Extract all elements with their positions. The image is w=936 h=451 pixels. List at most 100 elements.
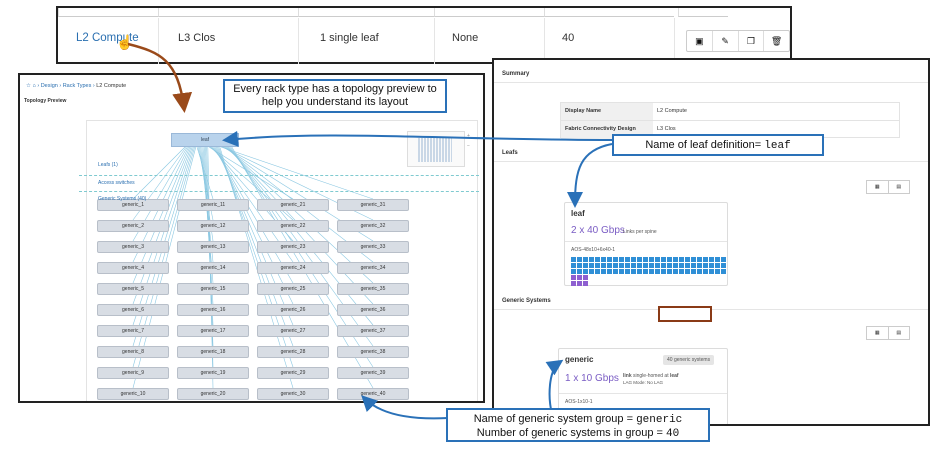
leaf-port-square (643, 269, 648, 274)
link-target: leaf (669, 373, 679, 379)
leaf-port-square (625, 257, 630, 262)
rack-type-row: L2 Compute ☝ L3 Clos 1 single leaf None … (56, 6, 792, 64)
generic-system-node[interactable]: generic_16 (177, 304, 249, 316)
leaf-port-square (637, 257, 642, 262)
generic-system-node[interactable]: generic_39 (337, 367, 409, 379)
star-icon[interactable]: ☆ (26, 83, 31, 89)
generic-system-node[interactable]: generic_2 (97, 220, 169, 232)
leaf-port-square (661, 269, 666, 274)
row-top-border (544, 8, 674, 17)
clone-icon[interactable]: ▣ (687, 31, 713, 51)
generic-system-node[interactable]: generic_7 (97, 325, 169, 337)
generic-system-node[interactable]: generic_19 (177, 367, 249, 379)
zoom-out-icon[interactable]: − (467, 143, 470, 149)
leaf-port-square (637, 269, 642, 274)
leaf-port-square (697, 269, 702, 274)
generic-system-node[interactable]: generic_25 (257, 283, 329, 295)
leaf-node[interactable]: leaf (171, 133, 239, 147)
delete-icon[interactable]: 🗑 (770, 35, 783, 46)
generic-card-speed: 1 x 10 Gbps (565, 373, 619, 384)
generic-system-node[interactable]: generic_8 (97, 346, 169, 358)
generic-card-port-profile[interactable]: AOS-1x10-1 (565, 399, 593, 405)
leaf-port-square (679, 269, 684, 274)
generic-system-node[interactable]: generic_15 (177, 283, 249, 295)
topology-callout-text: Every rack type has a topology preview t… (233, 83, 437, 108)
breadcrumb-design[interactable]: Design (40, 83, 58, 89)
generic-system-node[interactable]: generic_33 (337, 241, 409, 253)
generic-system-node[interactable]: generic_23 (257, 241, 329, 253)
column-separator (298, 18, 299, 64)
leaf-port-square (685, 263, 690, 268)
list-view-icon[interactable]: ▤ (896, 184, 902, 190)
leaf-port-square (649, 263, 654, 268)
generic-system-node[interactable]: generic_1 (97, 199, 169, 211)
grid-view-icon[interactable]: ▦ (867, 181, 889, 193)
generic-system-node[interactable]: generic_27 (257, 325, 329, 337)
generic-system-node[interactable]: generic_13 (177, 241, 249, 253)
arrow-to-topology (127, 42, 193, 113)
generic-system-node[interactable]: generic_21 (257, 199, 329, 211)
copy-icon[interactable]: ❐ (739, 31, 765, 51)
generic-system-node[interactable]: generic_3 (97, 241, 169, 253)
edit-icon[interactable]: ✎ (713, 31, 739, 51)
generic-system-node[interactable]: generic_36 (337, 304, 409, 316)
generic-system-node[interactable]: generic_38 (337, 346, 409, 358)
generic-system-node[interactable]: generic_20 (177, 388, 249, 400)
topology-link (227, 146, 374, 326)
generic-system-node[interactable]: generic_9 (97, 367, 169, 379)
group-value: generic (636, 414, 683, 426)
generic-system-node[interactable]: generic_28 (257, 346, 329, 358)
generic-system-node[interactable]: generic_26 (257, 304, 329, 316)
leaf-card-name: leaf (571, 209, 585, 218)
generic-system-node[interactable]: generic_10 (97, 388, 169, 400)
leaf-port-square (643, 257, 648, 262)
leaf-port-square (691, 257, 696, 262)
generic-system-node[interactable]: generic_32 (337, 220, 409, 232)
generic-system-node[interactable]: generic_37 (337, 325, 409, 337)
leaf-port-square (679, 257, 684, 262)
row-top-border (434, 8, 544, 17)
generic-system-node[interactable]: generic_31 (337, 199, 409, 211)
list-view-icon[interactable]: ▤ (896, 330, 902, 336)
generic-system-node[interactable]: generic_11 (177, 199, 249, 211)
leafs-title: Leafs (502, 150, 518, 156)
lag-mode-note: LAG Mode: No LAG (623, 380, 664, 385)
generic-system-node[interactable]: generic_14 (177, 262, 249, 274)
leaf-port-square (655, 257, 660, 262)
leaf-port-square (583, 257, 588, 262)
generic-system-node[interactable]: generic_6 (97, 304, 169, 316)
rack-type-name-link[interactable]: L2 Compute (76, 32, 139, 44)
generic-system-node[interactable]: generic_29 (257, 367, 329, 379)
leaf-port-square (583, 263, 588, 268)
generic-system-node[interactable]: generic_18 (177, 346, 249, 358)
leafs-view-toggle: ▦ ▤ (866, 180, 910, 194)
leaf-port-square (595, 269, 600, 274)
leaf-port-square (577, 257, 582, 262)
leafs-cell: 1 single leaf (320, 32, 379, 44)
generic-system-node[interactable]: generic_17 (177, 325, 249, 337)
generic-view-toggle: ▦ ▤ (866, 326, 910, 340)
generic-system-node[interactable]: generic_24 (257, 262, 329, 274)
breadcrumb-rack-types[interactable]: Rack Types (62, 83, 92, 89)
hand-cursor-icon: ☝ (116, 34, 134, 50)
generic-system-node[interactable]: generic_34 (337, 262, 409, 274)
column-separator (544, 18, 545, 64)
leaf-card-port-profile[interactable]: AOS-48x10+6x40-1 (571, 247, 616, 253)
leaf-port-square (595, 263, 600, 268)
column-separator (674, 18, 675, 64)
generic-system-node[interactable]: generic_22 (257, 220, 329, 232)
topology-callout: Every rack type has a topology preview t… (223, 79, 447, 113)
generic-system-node[interactable]: generic_5 (97, 283, 169, 295)
zoom-in-icon[interactable]: + (467, 133, 470, 139)
generic-system-node[interactable]: generic_35 (337, 283, 409, 295)
generic-system-node[interactable]: generic_30 (257, 388, 329, 400)
generic-system-node[interactable]: generic_4 (97, 262, 169, 274)
arrow-to-leaf-card (567, 143, 613, 208)
leaf-port-square (661, 257, 666, 262)
home-icon[interactable]: ⌂ (32, 83, 36, 89)
column-separator (158, 18, 159, 64)
grid-view-icon[interactable]: ▦ (867, 327, 889, 339)
generic-system-node[interactable]: generic_12 (177, 220, 249, 232)
minimap-preview (418, 138, 452, 162)
